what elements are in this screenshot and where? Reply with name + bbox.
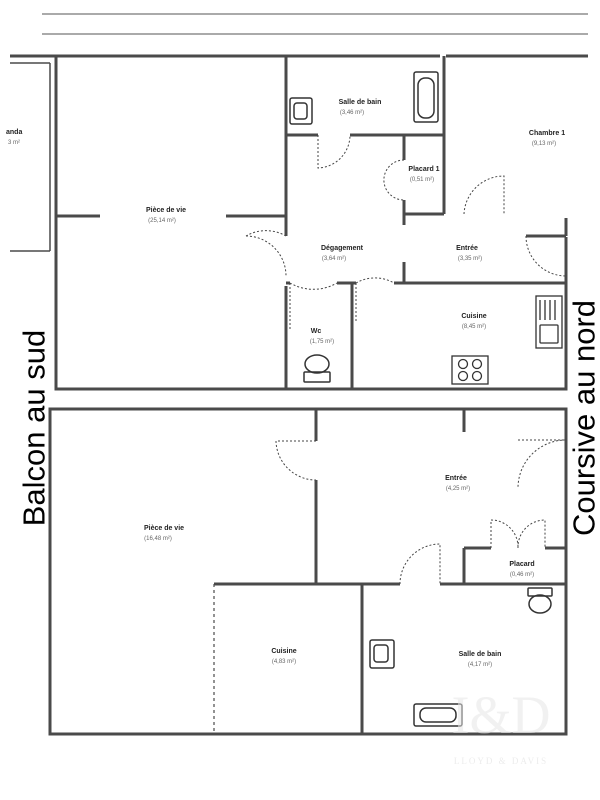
upper-room-area: (25,14 m²) [148, 218, 176, 224]
toilet-icon-lower [527, 587, 553, 614]
lower-room-name: Salle de bain [459, 651, 502, 658]
washbasin-icon [289, 97, 313, 125]
lower-room-area: (4,17 m²) [468, 662, 492, 668]
agency-watermark: I&D LLOYD & DAVIS [436, 680, 566, 780]
toilet-icon [303, 354, 331, 383]
upper-room-area: (3,64 m²) [322, 256, 346, 262]
stove-icon [451, 355, 489, 385]
upper-room-area: (0,51 m²) [410, 177, 434, 183]
upper-doors [245, 134, 567, 330]
lower-room-area: (4,83 m²) [272, 659, 296, 665]
lower-floor [48, 407, 568, 736]
washbasin-icon-lower [369, 639, 395, 669]
veranda-walls [10, 62, 51, 252]
upper-outer-walls [10, 54, 588, 391]
lower-room-name: Entrée [445, 475, 467, 482]
lower-room-area: (4,25 m²) [446, 486, 470, 492]
upper-room-name: Dégagement [321, 245, 364, 252]
lower-room-area: (16,48 m²) [144, 536, 172, 542]
balcony-south-label: Balcon au sud [16, 329, 52, 527]
room-labels: anda 3 m² Pièce de vie (25,14 m²) Salle … [6, 99, 565, 668]
upper-room-area: (3,46 m²) [340, 110, 364, 116]
lower-room-name: Cuisine [271, 648, 296, 655]
upper-interior-walls [56, 56, 568, 389]
upper-room-name: Cuisine [461, 313, 486, 320]
lower-room-name: Pièce de vie [144, 525, 184, 532]
header-lines [42, 13, 588, 35]
upper-room-name: Pièce de vie [146, 207, 186, 214]
watermark-logo-mark: I&D [451, 685, 551, 745]
upper-room-area: (9,13 m²) [532, 141, 556, 147]
upper-floor [10, 54, 588, 391]
upper-room-area: (3,35 m²) [458, 256, 482, 262]
upper-room-area: (1,75 m²) [310, 339, 334, 345]
upper-room-name: Placard 1 [408, 166, 439, 173]
upper-room-area: (8,45 m²) [462, 324, 486, 330]
walkway-north-label: Coursive au nord [566, 299, 600, 537]
lower-room-area: (0,46 m²) [510, 572, 534, 578]
watermark-logo-text: LLOYD & DAVIS [453, 756, 549, 766]
lower-interior-walls [214, 409, 566, 734]
kitchen-sink-icon [535, 295, 563, 349]
upper-room-area: 3 m² [8, 140, 20, 146]
lower-room-name: Placard [509, 561, 534, 568]
lower-doors [275, 439, 567, 585]
upper-room-name: Salle de bain [339, 99, 382, 106]
upper-room-name: Wc [311, 328, 322, 335]
upper-room-name: Chambre 1 [529, 130, 565, 137]
bathtub-icon-lower [413, 703, 463, 727]
lower-outer-walls [48, 407, 568, 736]
upper-room-name: anda [6, 129, 22, 136]
upper-room-name: Entrée [456, 245, 478, 252]
bathtub-icon [413, 71, 439, 123]
